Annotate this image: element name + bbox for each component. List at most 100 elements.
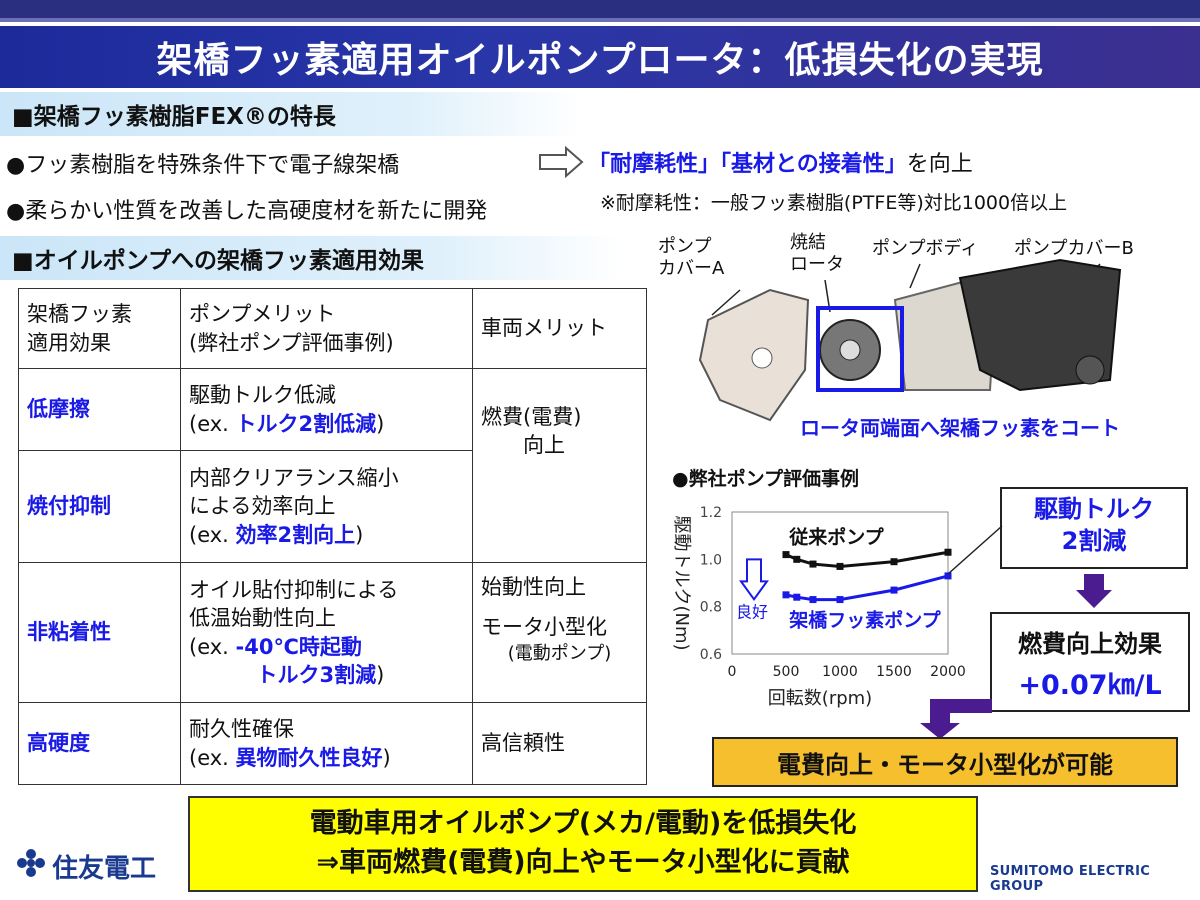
top-stripe [0, 18, 1200, 22]
data-point [836, 596, 844, 604]
ex-prefix: (ex. [189, 411, 236, 436]
ex-suffix: ) [382, 745, 391, 770]
section1-note: ※耐摩耗性：一般フッ素樹脂(PTFE等)対比1000倍以上 [600, 192, 1068, 214]
ex-highlight: 異物耐久性良好 [235, 745, 383, 770]
data-point [944, 548, 952, 556]
result-box: 電費向上・モータ小型化が可能 [712, 737, 1178, 787]
vehicle-motor-sub: (電動ポンプ) [507, 642, 612, 664]
y-tick-label: 0.6 [700, 647, 722, 663]
label-cover-b: ポンプカバーB [1014, 238, 1134, 259]
title-bar: 架橋フッ素適用オイルポンプロータ：低損失化の実現 [0, 26, 1200, 88]
pump-cell: 内部クリアランス縮小 による効率向上 (ex. 効率2割向上) [180, 450, 473, 563]
ex-suffix: ) [376, 411, 385, 436]
y-tick-label: 1.2 [700, 505, 722, 521]
group-name: SUMITOMO ELECTRIC GROUP [990, 864, 1151, 894]
ex-highlight: -40℃時起動 トルク3割減 [235, 634, 377, 687]
section2-heading: ■オイルポンプへの架橋フッ素適用効果 [0, 236, 622, 280]
ex-suffix: ) [355, 522, 364, 547]
chart-heading: ●弊社ポンプ評価事例 [672, 468, 860, 490]
table-row: 非粘着性 オイル貼付抑制による 低温始動性向上 (ex. -40℃時起動 トルク… [18, 562, 647, 703]
conclusion-box: 電動車用オイルポンプ(メカ/電動)を低損失化 ⇒車両燃費(電費)向上やモータ小型… [188, 796, 978, 892]
y-tick-label: 0.8 [700, 600, 722, 616]
data-point [793, 555, 801, 563]
top-bar [0, 0, 1200, 20]
effects-table: 架橋フッ素 適用効果 ポンプメリット (弊社ポンプ評価事例) 車両メリット 低摩… [18, 288, 647, 785]
x-axis-label: 回転数(rpm) [768, 688, 872, 709]
table-header-row: 架橋フッ素 適用効果 ポンプメリット (弊社ポンプ評価事例) 車両メリット [18, 288, 647, 369]
vehicle-reliability: 高信頼性 [472, 702, 647, 785]
x-tick-label: 1500 [876, 664, 912, 680]
fuel-callout: 燃費向上効果 +0.07㎞/L [990, 612, 1190, 712]
data-point [890, 586, 898, 594]
header-pump: ポンプメリット (弊社ポンプ評価事例) [180, 288, 473, 369]
conclusion-line-2: ⇒車両燃費(電費)向上やモータ小型化に貢献 [316, 847, 850, 879]
company-logo-text: 住友電工 [52, 854, 157, 884]
data-point [836, 562, 844, 570]
pump-cell: 耐久性確保 (ex. 異物耐久性良好) [180, 702, 473, 785]
better-label: 良好 [736, 602, 768, 621]
conclusion-line-1: 電動車用オイルポンプ(メカ/電動)を低損失化 [309, 808, 857, 839]
pump-cell: オイル貼付抑制による 低温始動性向上 (ex. -40℃時起動 トルク3割減) [180, 562, 473, 703]
vehicle-start-cell: 始動性向上 モータ小型化 (電動ポンプ) [472, 562, 647, 703]
label-cover-a: ポンプ カバーA [658, 236, 725, 279]
pump-cell: 駆動トルク低減 (ex. トルク2割低減) [180, 368, 473, 451]
torque-callout: 駆動トルク 2割減 [1000, 487, 1188, 569]
pump-line: 駆動トルク低減 [189, 383, 336, 408]
ex-prefix: (ex. [189, 522, 236, 547]
table-row: 焼付抑制 内部クリアランス縮小 による効率向上 (ex. 効率2割向上) [18, 450, 647, 563]
rotor-center [839, 339, 861, 361]
callout-pointer [947, 525, 1003, 575]
data-point [809, 560, 817, 568]
cover-b-boss [1075, 355, 1105, 385]
plot-area [731, 511, 949, 655]
page-title: 架橋フッ素適用オイルポンプロータ：低損失化の実現 [156, 40, 1044, 81]
data-point [793, 593, 801, 601]
pump-illustration [698, 258, 1122, 422]
result-tail: を向上 [906, 152, 973, 177]
label-body: ポンプボディ [872, 238, 979, 259]
data-point [944, 572, 952, 580]
table-row: 高硬度 耐久性確保 (ex. 異物耐久性良好) 高信頼性 [18, 702, 647, 785]
cover-a-hole [751, 347, 773, 369]
fuel-title: 燃費向上効果 [1018, 630, 1162, 658]
vehicle-fuel-cell: 燃費(電費) 向上 [472, 368, 647, 563]
series-label: 従来ポンプ [788, 526, 884, 549]
header-effect: 架橋フッ素 適用効果 [18, 288, 181, 369]
pump-line: オイル貼付抑制による 低温始動性向上 [189, 577, 399, 631]
turn-arrow-icon [920, 699, 992, 739]
data-point [782, 551, 790, 559]
x-tick-label: 0 [728, 664, 737, 680]
data-point [782, 591, 790, 599]
company-logo-icon [17, 849, 45, 877]
header-vehicle: 車両メリット [472, 288, 647, 369]
ex-prefix: (ex. [189, 745, 236, 770]
better-arrow-icon [739, 558, 769, 602]
arrow-right-icon [539, 146, 584, 178]
effect-cell: 高硬度 [18, 702, 181, 785]
table-row: 低摩擦 駆動トルク低減 (ex. トルク2割低減) 燃費(電費) 向上 [18, 368, 647, 563]
y-tick-label: 1.0 [700, 552, 722, 568]
y-axis-label: 駆動トルク(Nm) [671, 515, 692, 650]
pump-line: 耐久性確保 [189, 717, 294, 742]
cover-b-shape [958, 258, 1122, 392]
data-point [890, 558, 898, 566]
rotor-highlight-box [816, 306, 904, 392]
ex-prefix: (ex. [189, 634, 236, 659]
figure-caption: ロータ両端面へ架橋フッ素をコート [800, 416, 1120, 440]
ex-suffix: ) [376, 662, 385, 687]
section1-result: 「耐摩耗性」「基材との接着性」を向上 [588, 146, 973, 178]
down-arrow-icon [1076, 574, 1112, 608]
result-highlight: 「耐摩耗性」「基材との接着性」 [588, 152, 907, 177]
effect-cell: 低摩擦 [18, 368, 181, 451]
section1-heading: ■架橋フッ素樹脂FEX®の特長 [0, 92, 580, 136]
label-rotor: 焼結 ロータ [790, 232, 844, 275]
series-label: 架橋フッ素ポンプ [788, 609, 941, 632]
x-tick-label: 1000 [822, 664, 858, 680]
effect-cell: 非粘着性 [18, 562, 181, 703]
x-tick-label: 500 [773, 664, 800, 680]
vehicle-start: 始動性向上 [481, 575, 586, 599]
effect-cell: 焼付抑制 [18, 450, 181, 563]
pump-line: 内部クリアランス縮小 による効率向上 [189, 465, 399, 519]
ex-highlight: トルク2割低減 [235, 411, 377, 436]
